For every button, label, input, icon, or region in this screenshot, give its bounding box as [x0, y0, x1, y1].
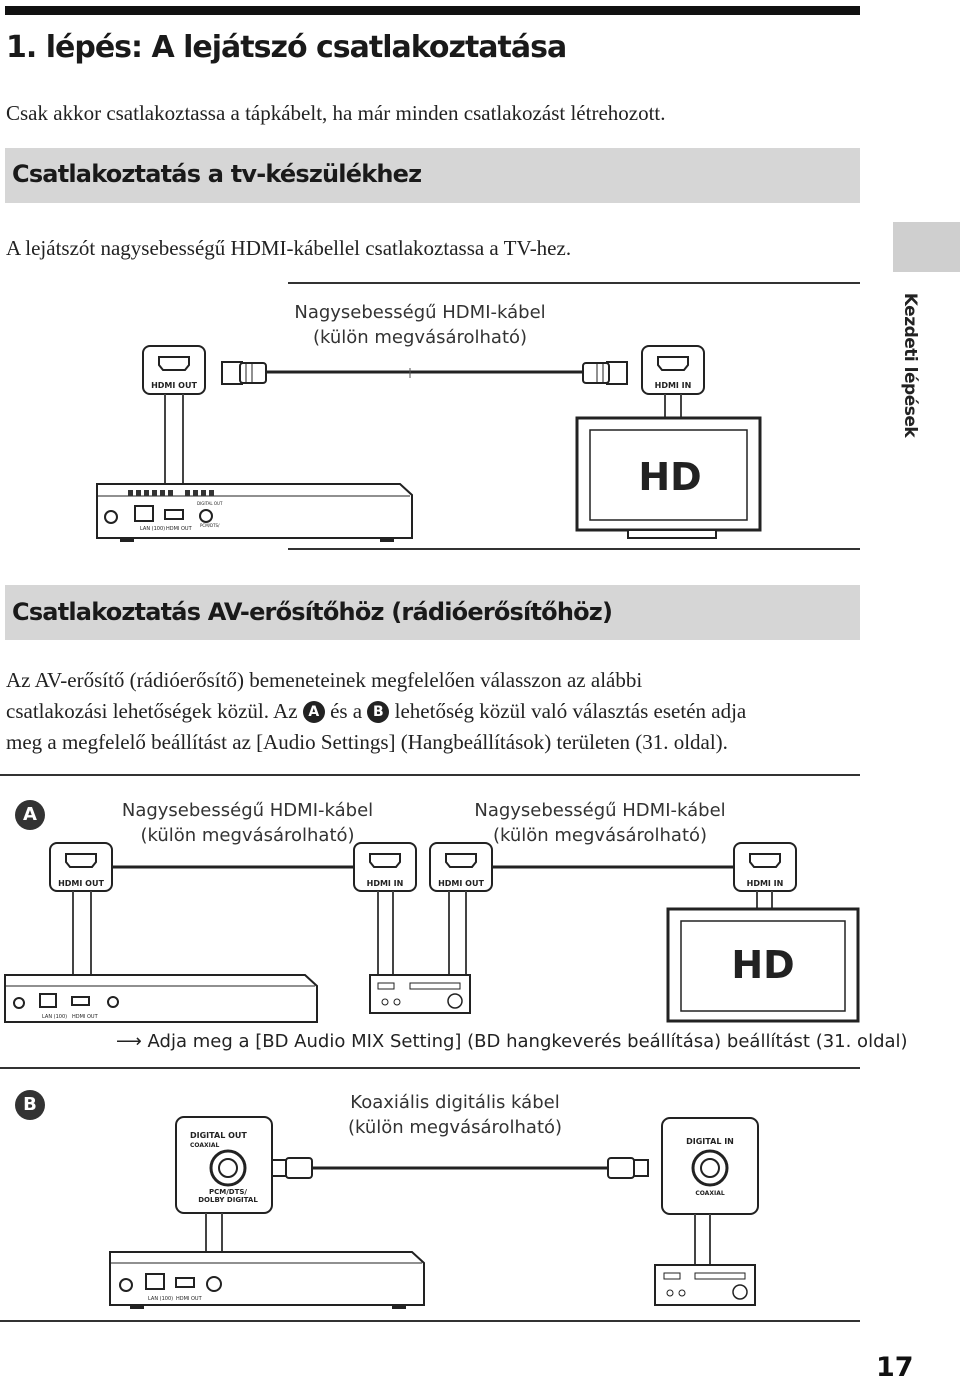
arrow-right-icon: ⟶ [116, 1031, 142, 1052]
hdmi-in-port-icon: HDMI IN [733, 842, 797, 909]
svg-text:COAXIAL: COAXIAL [695, 1190, 724, 1197]
av-amplifier-icon [654, 1264, 756, 1306]
option-a-badge: A [15, 800, 45, 830]
option-a-rule [0, 1067, 860, 1069]
svg-text:HDMI IN: HDMI IN [367, 879, 404, 888]
page-number: 17 [876, 1352, 914, 1383]
badge-a-icon: A [302, 701, 325, 723]
svg-text:LAN (100): LAN (100) [140, 526, 165, 532]
diagram-rule-bottom [288, 548, 860, 550]
svg-text:HDMI OUT: HDMI OUT [166, 526, 193, 532]
svg-text:HDMI OUT: HDMI OUT [72, 1014, 99, 1020]
tv-connection-diagram: HDMI OUT HDMI IN HD LAN (100) HDMI OUT D [96, 345, 762, 542]
svg-text:LAN (100): LAN (100) [148, 1296, 173, 1302]
hdmi-cable-icon [221, 361, 628, 385]
svg-text:LAN (100): LAN (100) [42, 1014, 67, 1020]
option-a-cable1-caption: Nagysebességű HDMI-kábel (külön megvásár… [121, 800, 374, 846]
side-tab-marker [893, 222, 960, 272]
option-a-cable2-caption: Nagysebességű HDMI-kábel (külön megvásár… [474, 800, 726, 846]
svg-text:HDMI OUT: HDMI OUT [151, 381, 197, 390]
svg-text:HDMI OUT: HDMI OUT [176, 1296, 203, 1302]
svg-text:DIGITAL IN: DIGITAL IN [686, 1137, 734, 1146]
svg-text:HD: HD [638, 455, 701, 499]
tv-cable-caption: Nagysebességű HDMI-kábel (külön megvásár… [294, 302, 546, 348]
top-rule [5, 6, 860, 15]
bd-player-icon: LAN (100) HDMI OUT [4, 974, 318, 1023]
option-a-note: ⟶ Adja meg a [BD Audio MIX Setting] (BD … [116, 1031, 908, 1052]
badge-b-icon: B [367, 701, 390, 723]
option-b-rule [0, 1320, 860, 1322]
diagram-rule [288, 282, 860, 284]
hdmi-out-port-icon: HDMI OUT [142, 345, 206, 500]
section-av-title: Csatlakoztatás AV-erősítőhöz (rádióerősí… [12, 598, 613, 626]
svg-text:PCM/DTS/: PCM/DTS/ [209, 1188, 247, 1196]
bd-player-icon: LAN (100) HDMI OUT [109, 1251, 425, 1309]
svg-text:HDMI IN: HDMI IN [747, 879, 784, 888]
svg-text:HDMI IN: HDMI IN [655, 381, 692, 390]
hdmi-in-port-icon: HDMI IN [641, 345, 705, 418]
bd-player-icon: LAN (100) HDMI OUT DIGITAL OUT PCM/DTS/ [96, 483, 413, 542]
section-av-rule [0, 774, 860, 776]
svg-text:DIGITAL OUT: DIGITAL OUT [190, 1131, 247, 1140]
option-b-cable-caption: Koaxiális digitális kábel (külön megvásá… [347, 1092, 563, 1138]
svg-text:HD: HD [731, 943, 794, 987]
intro-text: Csak akkor csatlakoztassa a tápkábelt, h… [6, 101, 666, 125]
coaxial-in-port-icon: DIGITAL IN COAXIAL [661, 1117, 759, 1265]
coaxial-cable-icon [271, 1157, 649, 1179]
option-b-diagram: DIGITAL OUT COAXIAL PCM/DTS/ DOLBY DIGIT… [109, 1116, 759, 1309]
svg-text:COAXIAL: COAXIAL [190, 1142, 219, 1149]
hdmi-out-port-icon: HDMI OUT [429, 842, 493, 975]
svg-text:DOLBY DIGITAL: DOLBY DIGITAL [198, 1196, 258, 1204]
section-av-band [5, 585, 860, 640]
section-tv-band [5, 148, 860, 203]
section-tv-text: A lejátszót nagysebességű HDMI-kábellel … [6, 236, 572, 260]
section-av-text: Az AV-erősítő (rádióerősítő) bemeneteine… [6, 668, 747, 754]
svg-text:HDMI OUT: HDMI OUT [438, 879, 484, 888]
option-b-badge: B [15, 1090, 45, 1120]
hdmi-in-port-icon: HDMI IN [353, 842, 417, 975]
page-title: 1. lépés: A lejátszó csatlakoztatása [6, 30, 567, 65]
option-a-diagram: HDMI OUT HDMI IN HDMI OUT HDMI IN HD [4, 842, 860, 1023]
tv-icon: HD [666, 907, 860, 1023]
svg-text:DIGITAL OUT: DIGITAL OUT [197, 501, 223, 506]
coaxial-out-port-icon: DIGITAL OUT COAXIAL PCM/DTS/ DOLBY DIGIT… [175, 1116, 273, 1265]
svg-text:PCM/DTS/: PCM/DTS/ [200, 523, 220, 528]
side-tab-label: Kezdeti lépések [900, 292, 920, 438]
section-tv-title: Csatlakoztatás a tv-készülékhez [12, 160, 422, 188]
svg-text:HDMI OUT: HDMI OUT [58, 879, 104, 888]
tv-icon: HD [575, 416, 762, 539]
av-amplifier-icon [369, 974, 471, 1014]
